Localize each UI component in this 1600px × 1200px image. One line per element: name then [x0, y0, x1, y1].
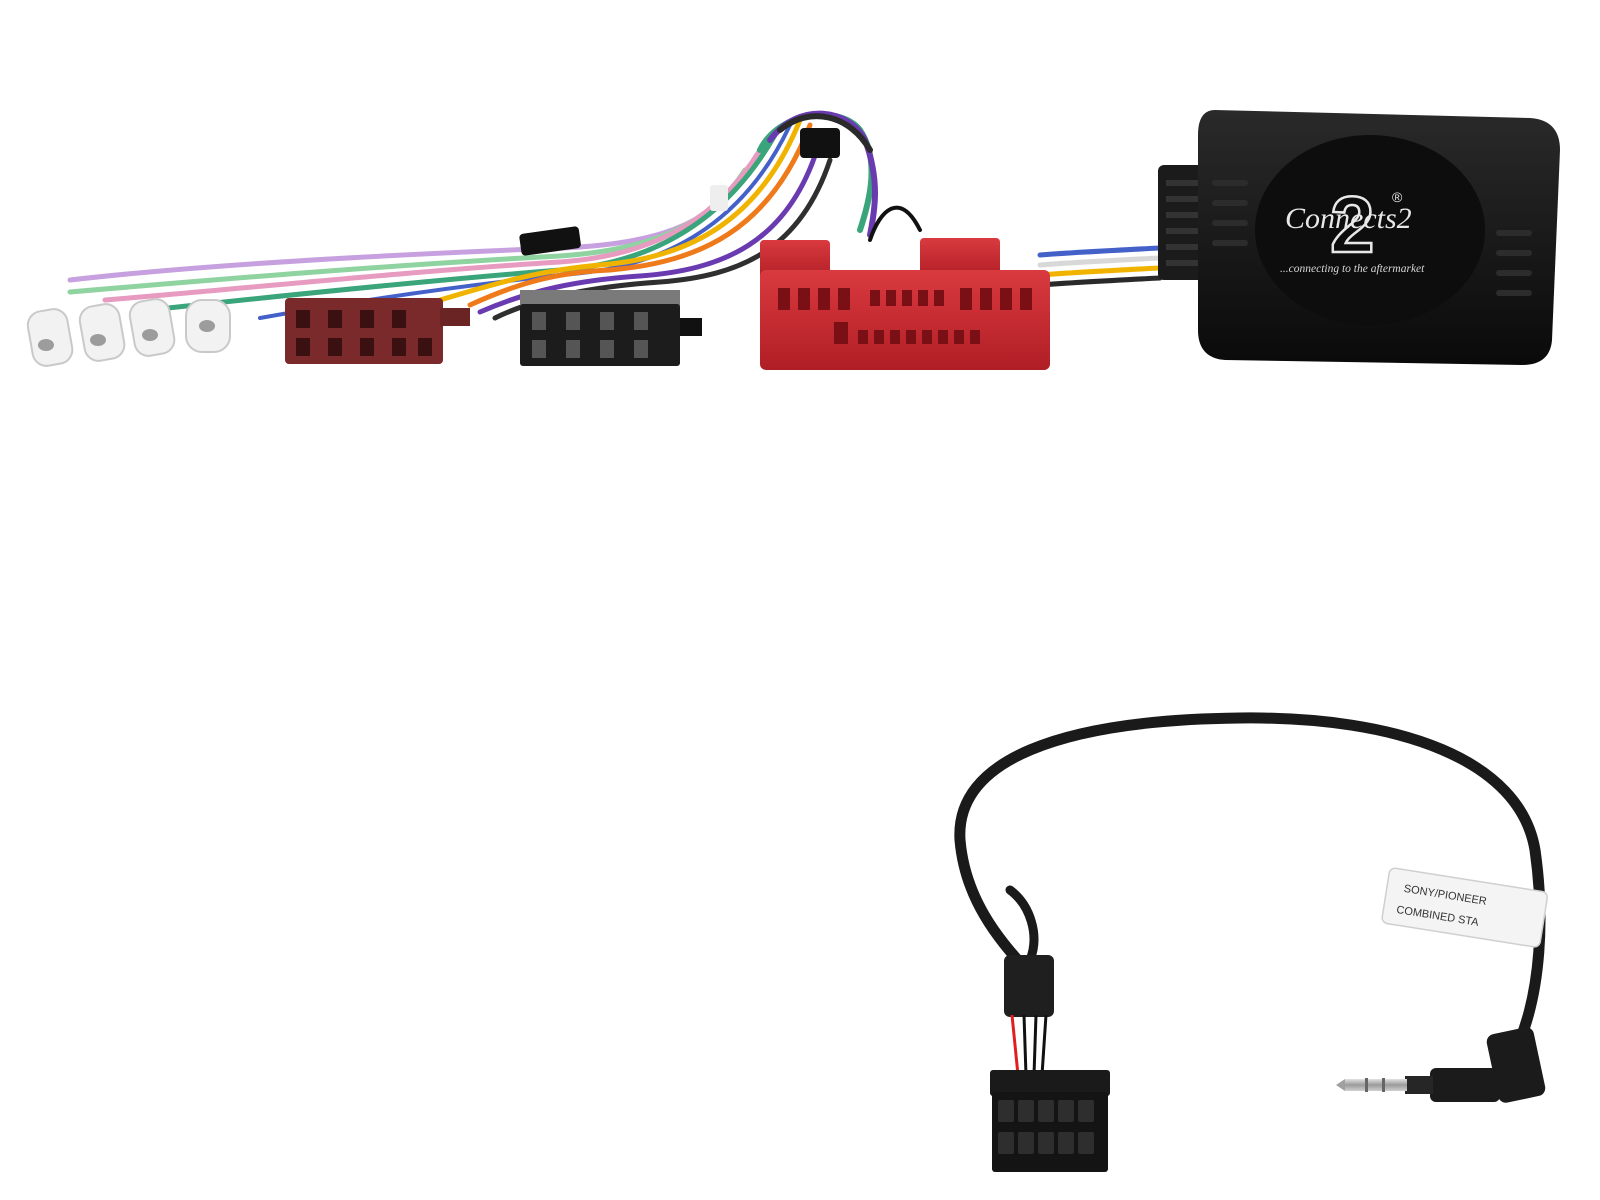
bullet-terminal: [185, 299, 231, 353]
patch-lead: SONY/PIONEER COMBINED STA: [954, 712, 1549, 1172]
vehicle-connector-icon: [760, 238, 1050, 370]
registered-mark: ®: [1392, 189, 1403, 205]
module-brand-text: Connects2: [1285, 202, 1412, 235]
bullet-terminal: [26, 308, 74, 367]
interface-module-icon: Connects2 2 ® ...connecting to the after…: [1158, 110, 1560, 365]
module-brand-numeral: 2: [1330, 180, 1375, 269]
molex-connector-icon: [990, 955, 1110, 1172]
bullet-terminals: [26, 298, 231, 367]
cable-tag: SONY/PIONEER COMBINED STA: [1381, 867, 1549, 948]
jack-plug-icon: [1336, 1027, 1546, 1103]
bullet-terminal: [78, 303, 126, 362]
bullet-terminal: [128, 298, 176, 357]
iso-speaker-connector-icon: [520, 290, 702, 366]
module-tagline: ...connecting to the aftermarket: [1280, 263, 1425, 275]
iso-power-connector-icon: [285, 298, 470, 364]
